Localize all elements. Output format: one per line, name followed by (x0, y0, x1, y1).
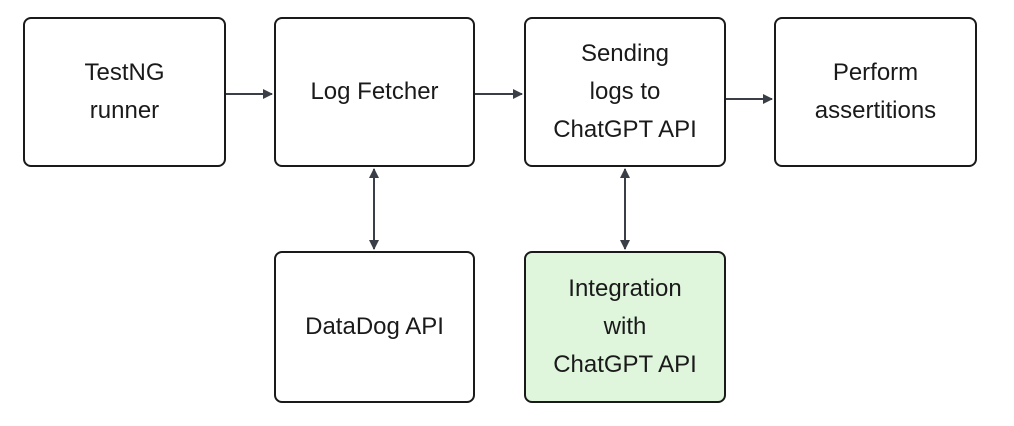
node-perform-assertions: Perform assertitions (774, 17, 977, 167)
node-log-fetcher: Log Fetcher (274, 17, 475, 167)
node-integration-chatgpt-api: Integration with ChatGPT API (524, 251, 726, 403)
node-datadog-api: DataDog API (274, 251, 475, 403)
node-testng-runner: TestNG runner (23, 17, 226, 167)
node-sending-logs: Sending logs to ChatGPT API (524, 17, 726, 167)
